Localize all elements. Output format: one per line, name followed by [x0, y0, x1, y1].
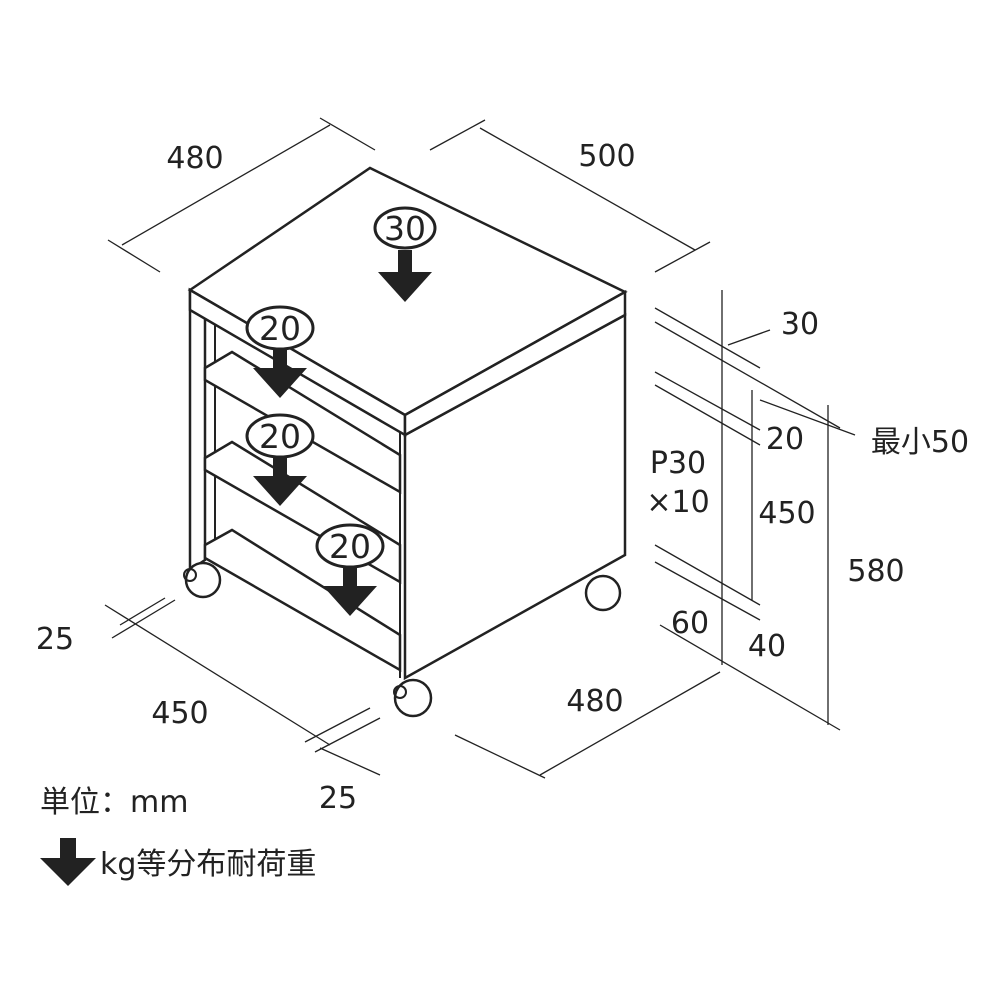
dim-bottom-gap: 40	[748, 629, 786, 664]
caster-front-right	[393, 678, 433, 718]
dimension-lines	[104, 117, 856, 779]
dim-side-right: 25	[319, 781, 357, 816]
load-value: 20	[329, 527, 371, 566]
dim-bottom-offset: 60	[671, 606, 709, 641]
load-value: 30	[384, 209, 426, 248]
load-badge-bottom: 20	[315, 523, 385, 616]
load-note-label: kg等分布耐荷重	[100, 847, 316, 882]
arrow-down-icon	[323, 568, 377, 616]
arrow-down-icon	[253, 350, 307, 398]
arrow-down-icon	[40, 838, 96, 886]
top-side-edge	[403, 289, 627, 438]
cabinet	[183, 166, 628, 718]
dim-pitch-count: ×10	[646, 485, 709, 520]
dim-inner-width: 450	[151, 696, 208, 731]
dim-shelf-gap: 20	[766, 422, 804, 457]
bottom-shelf	[203, 528, 402, 673]
dim-total-height: 580	[847, 554, 904, 589]
load-value: 20	[259, 417, 301, 456]
dim-base-width: 480	[566, 684, 623, 719]
caster-front-left	[183, 561, 222, 599]
load-badge-top: 30	[373, 206, 437, 302]
dim-top-depth: 480	[166, 141, 223, 176]
left-side-panel	[188, 287, 207, 573]
dim-side-left: 25	[36, 622, 74, 657]
dim-top-thickness: 30	[781, 307, 819, 342]
dim-pitch: P30	[650, 446, 706, 481]
dim-top-width: 500	[578, 139, 635, 174]
load-value: 20	[259, 309, 301, 348]
load-badge-shelf1: 20	[245, 305, 315, 398]
arrow-down-icon	[253, 458, 307, 506]
dim-inner-height: 450	[758, 496, 815, 531]
unit-label: 単位：mm	[40, 785, 188, 820]
caster-back-right	[584, 574, 622, 612]
arrow-down-icon	[378, 250, 432, 302]
load-badge-shelf2: 20	[245, 413, 315, 506]
dim-min-clearance: 最小50	[871, 425, 969, 460]
